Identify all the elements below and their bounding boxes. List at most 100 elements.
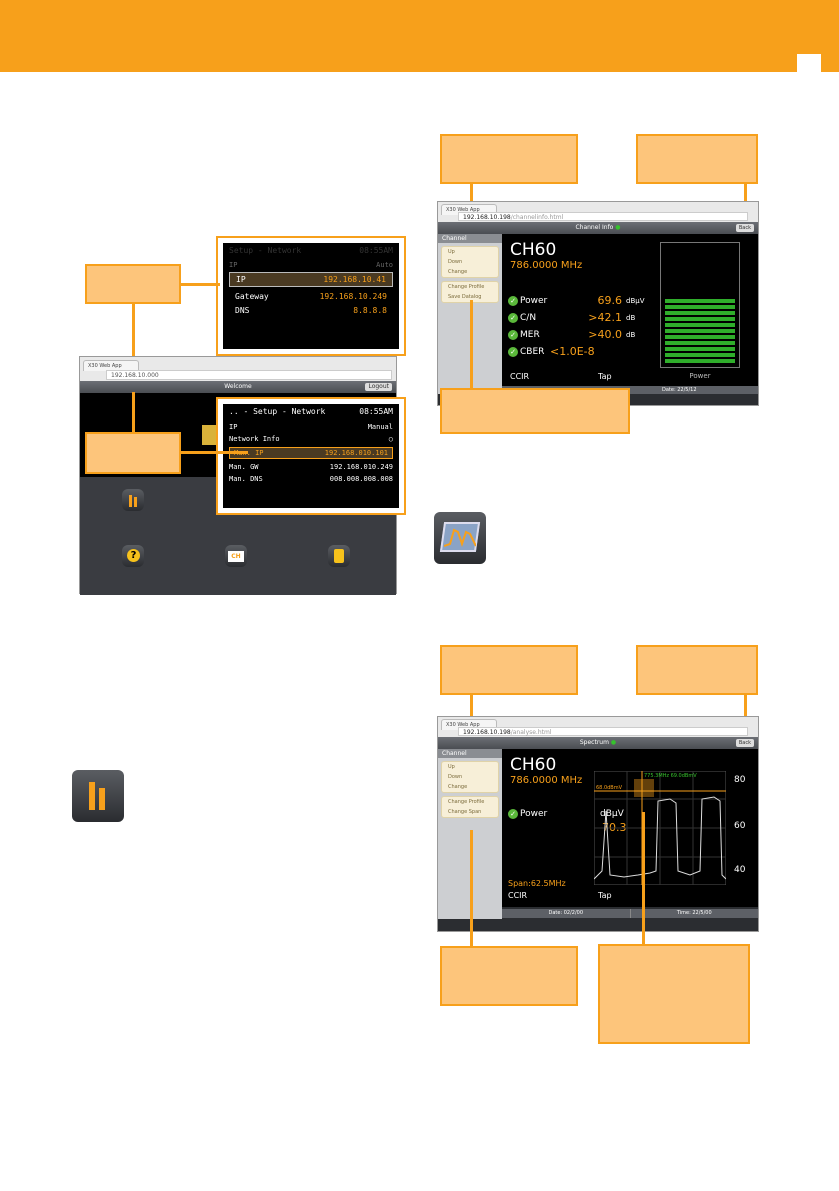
spectrum-footer-mid: Tap bbox=[598, 891, 612, 900]
channel-url-path: /channelinfo.html bbox=[510, 214, 564, 221]
sidebar-item-save-datalog[interactable]: Save Datalog bbox=[448, 294, 482, 300]
spectrum-action-group: Change Profile Change Span bbox=[441, 796, 499, 818]
spectrum-scale-bottom: 40 bbox=[734, 865, 746, 875]
radio-icon: ○ bbox=[388, 435, 393, 443]
spectrum-title: Spectrum bbox=[579, 739, 609, 746]
net-small-row3-value: 8.8.8.8 bbox=[353, 306, 387, 315]
spectrum-screenshot: X30 Web App 192.168.10.198/analyse.html … bbox=[437, 716, 759, 932]
check-icon: ✓ bbox=[508, 312, 518, 323]
measure-mer-unit: dB bbox=[626, 330, 636, 339]
channel-header: Channel Info ● Back bbox=[438, 222, 758, 234]
arrow-url-to-screen bbox=[180, 283, 220, 286]
network-screen-large: .. - Setup - Network 08:55AM IP Manual N… bbox=[216, 397, 406, 515]
measure-cn-unit: dB bbox=[626, 313, 636, 322]
spectrum-power: ✓Power bbox=[508, 809, 547, 819]
spectrum-item-change-span[interactable]: Change Span bbox=[448, 809, 482, 815]
net-large-row4-value: 008.008.008.008 bbox=[329, 475, 393, 483]
power-meter-label: Power bbox=[689, 372, 711, 380]
channel-browser-tab[interactable]: X30 Web App bbox=[441, 204, 497, 215]
check-icon: ✓ bbox=[508, 346, 518, 357]
callout-spectrum-back bbox=[636, 645, 758, 695]
spectrum-ref-level: 68.0dBmV bbox=[596, 785, 623, 791]
spectrum-item-change[interactable]: Change bbox=[448, 784, 468, 790]
header-bar bbox=[0, 0, 839, 72]
callout-url bbox=[85, 264, 181, 304]
net-small-row1-value: 192.168.10.41 bbox=[323, 275, 386, 284]
spectrum-plot bbox=[594, 771, 726, 885]
spectrum-header: Spectrum ● Back bbox=[438, 737, 758, 749]
level-bar bbox=[665, 329, 735, 333]
spectrum-item-down[interactable]: Down bbox=[448, 774, 463, 780]
arrow-to-spectrum-back bbox=[744, 695, 747, 731]
network-screen-small: Setup - Network 08:55AM IP Auto IP 192.1… bbox=[216, 236, 406, 356]
channel-sidebar-title: Channel bbox=[438, 234, 502, 243]
check-icon: ✓ bbox=[508, 809, 518, 819]
sidebar-item-up[interactable]: Up bbox=[448, 249, 455, 255]
meter-app-icon bbox=[72, 770, 124, 822]
spectrum-app-icon bbox=[434, 512, 486, 564]
level-bar bbox=[665, 353, 735, 357]
spectrum-status-bar: Date: 02/2/00 Time: 22/5/00 bbox=[502, 909, 758, 918]
spectrum-footer-left: CCIR bbox=[508, 891, 528, 900]
measure-cber-value: <1.0E-8 bbox=[550, 345, 595, 358]
measure-cber-label: CBER bbox=[520, 346, 545, 357]
spectrum-item-up[interactable]: Up bbox=[448, 764, 455, 770]
sidebar-item-change[interactable]: Change bbox=[448, 269, 468, 275]
measure-cn-label: C/N bbox=[520, 312, 537, 323]
measure-power-label: Power bbox=[520, 295, 548, 306]
channel-sidebar: Channel Up Down Change Change Profile Sa… bbox=[438, 234, 502, 394]
app-icon-meter[interactable] bbox=[122, 489, 144, 511]
level-bar bbox=[665, 341, 735, 345]
info-icon[interactable] bbox=[328, 545, 350, 567]
logout-button[interactable]: Logout bbox=[365, 383, 392, 391]
channel-number: CH60 bbox=[510, 240, 557, 260]
spectrum-nav-group: Up Down Change bbox=[441, 761, 499, 793]
spectrum-power-unit: dBµV bbox=[600, 809, 624, 819]
spectrum-browser-tab[interactable]: X30 Web App bbox=[441, 719, 497, 730]
callout-action-group bbox=[440, 388, 630, 434]
spectrum-display: CH60 786.0000 MHz ✓Power dBµV 70.3 Span:… bbox=[502, 749, 758, 907]
net-small-row1-label: IP bbox=[236, 275, 246, 284]
spectrum-frequency: 786.0000 MHz bbox=[510, 775, 583, 786]
power-level-meter bbox=[660, 242, 740, 368]
channel-url-input[interactable]: 192.168.10.198/channelinfo.html bbox=[458, 212, 748, 221]
page-number-box bbox=[797, 54, 821, 72]
net-small-row2-label: Gateway bbox=[235, 292, 269, 301]
channel-url-base: 192.168.10.198 bbox=[463, 214, 511, 221]
callout-channel-menu bbox=[440, 134, 578, 184]
net-large-row0-label: IP bbox=[229, 423, 238, 431]
measure-cber: ✓CBER <1.0E-8 bbox=[508, 343, 658, 360]
sidebar-item-change-profile[interactable]: Change Profile bbox=[448, 284, 485, 290]
net-large-row0-value: Manual bbox=[367, 423, 393, 431]
url-text: 192.168.10.000 bbox=[111, 372, 159, 379]
spectrum-back-button[interactable]: Back bbox=[735, 739, 754, 747]
net-small-row2-value: 192.168.10.249 bbox=[319, 292, 387, 301]
network-large-title: .. - Setup - Network bbox=[229, 407, 326, 416]
url-input[interactable]: 192.168.10.000 bbox=[106, 370, 392, 380]
level-bar bbox=[665, 347, 735, 351]
spectrum-marker-readout: 775.3MHz 69.0dBmV bbox=[644, 773, 697, 779]
channel-icon[interactable]: CH bbox=[225, 545, 247, 567]
help-icon[interactable]: ? bbox=[122, 545, 144, 567]
channel-info-screenshot: X30 Web App 192.168.10.198/channelinfo.h… bbox=[437, 201, 759, 406]
net-large-row2-value: 192.168.010.101 bbox=[324, 449, 388, 457]
channel-footer-left: CCIR bbox=[510, 372, 530, 381]
net-large-row3-value: 192.168.010.249 bbox=[329, 463, 393, 471]
net-small-row0-label: IP bbox=[229, 261, 238, 269]
net-small-row3-label: DNS bbox=[235, 306, 250, 315]
spectrum-item-change-profile[interactable]: Change Profile bbox=[448, 799, 485, 805]
spectrum-curve-icon bbox=[444, 528, 476, 548]
banner-graphic bbox=[202, 425, 218, 445]
welcome-title: Welcome bbox=[224, 383, 252, 390]
callout-ip-field bbox=[85, 432, 181, 474]
spectrum-url-input[interactable]: 192.168.10.198/analyse.html bbox=[458, 727, 748, 736]
channel-back-button[interactable]: Back bbox=[735, 224, 754, 232]
arrow-to-spectrum-actions bbox=[470, 830, 473, 946]
net-small-row0-value: Auto bbox=[376, 261, 393, 269]
browser-tab[interactable]: X30 Web App bbox=[83, 360, 139, 371]
measure-mer-value: >40.0 bbox=[588, 328, 622, 341]
sidebar-item-down[interactable]: Down bbox=[448, 259, 463, 265]
